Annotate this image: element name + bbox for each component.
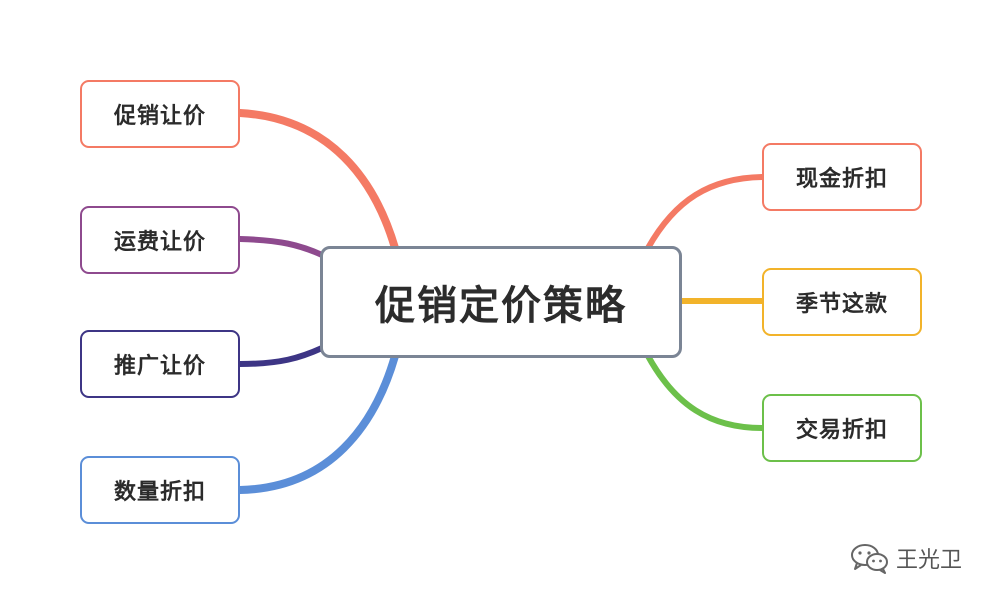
branch-label: 现金折扣: [795, 167, 888, 192]
branch-node-promotion-allowance[interactable]: 推广让价: [80, 330, 240, 398]
central-topic-label: 促销定价策略: [375, 283, 627, 329]
connector-right-1: [645, 174, 765, 251]
branch-node-seasonal[interactable]: 季节这款: [762, 268, 922, 336]
connector-right-3: [645, 353, 765, 431]
connector-left-3: [237, 345, 325, 367]
branch-label: 推广让价: [113, 354, 206, 379]
branch-node-quantity-discount[interactable]: 数量折扣: [80, 456, 240, 524]
branch-label: 交易折扣: [795, 418, 888, 443]
branch-node-cash-discount[interactable]: 现金折扣: [762, 143, 922, 211]
connector-left-2: [237, 236, 325, 258]
branch-label: 运费让价: [113, 230, 206, 255]
branch-node-freight-allowance[interactable]: 运费让价: [80, 206, 240, 274]
connector-left-1: [236, 109, 399, 252]
wechat-icon: [851, 544, 888, 574]
branch-label: 季节这款: [795, 292, 888, 317]
connector-left-4: [236, 352, 399, 494]
branch-label: 数量折扣: [113, 480, 206, 505]
branch-node-trade-discount[interactable]: 交易折扣: [762, 394, 922, 462]
watermark-text: 王光卫: [896, 548, 963, 573]
watermark: 王光卫: [850, 540, 962, 576]
branch-node-promo-allowance[interactable]: 促销让价: [80, 80, 240, 148]
branch-label: 促销让价: [113, 104, 206, 129]
central-topic[interactable]: 促销定价策略: [320, 246, 682, 358]
